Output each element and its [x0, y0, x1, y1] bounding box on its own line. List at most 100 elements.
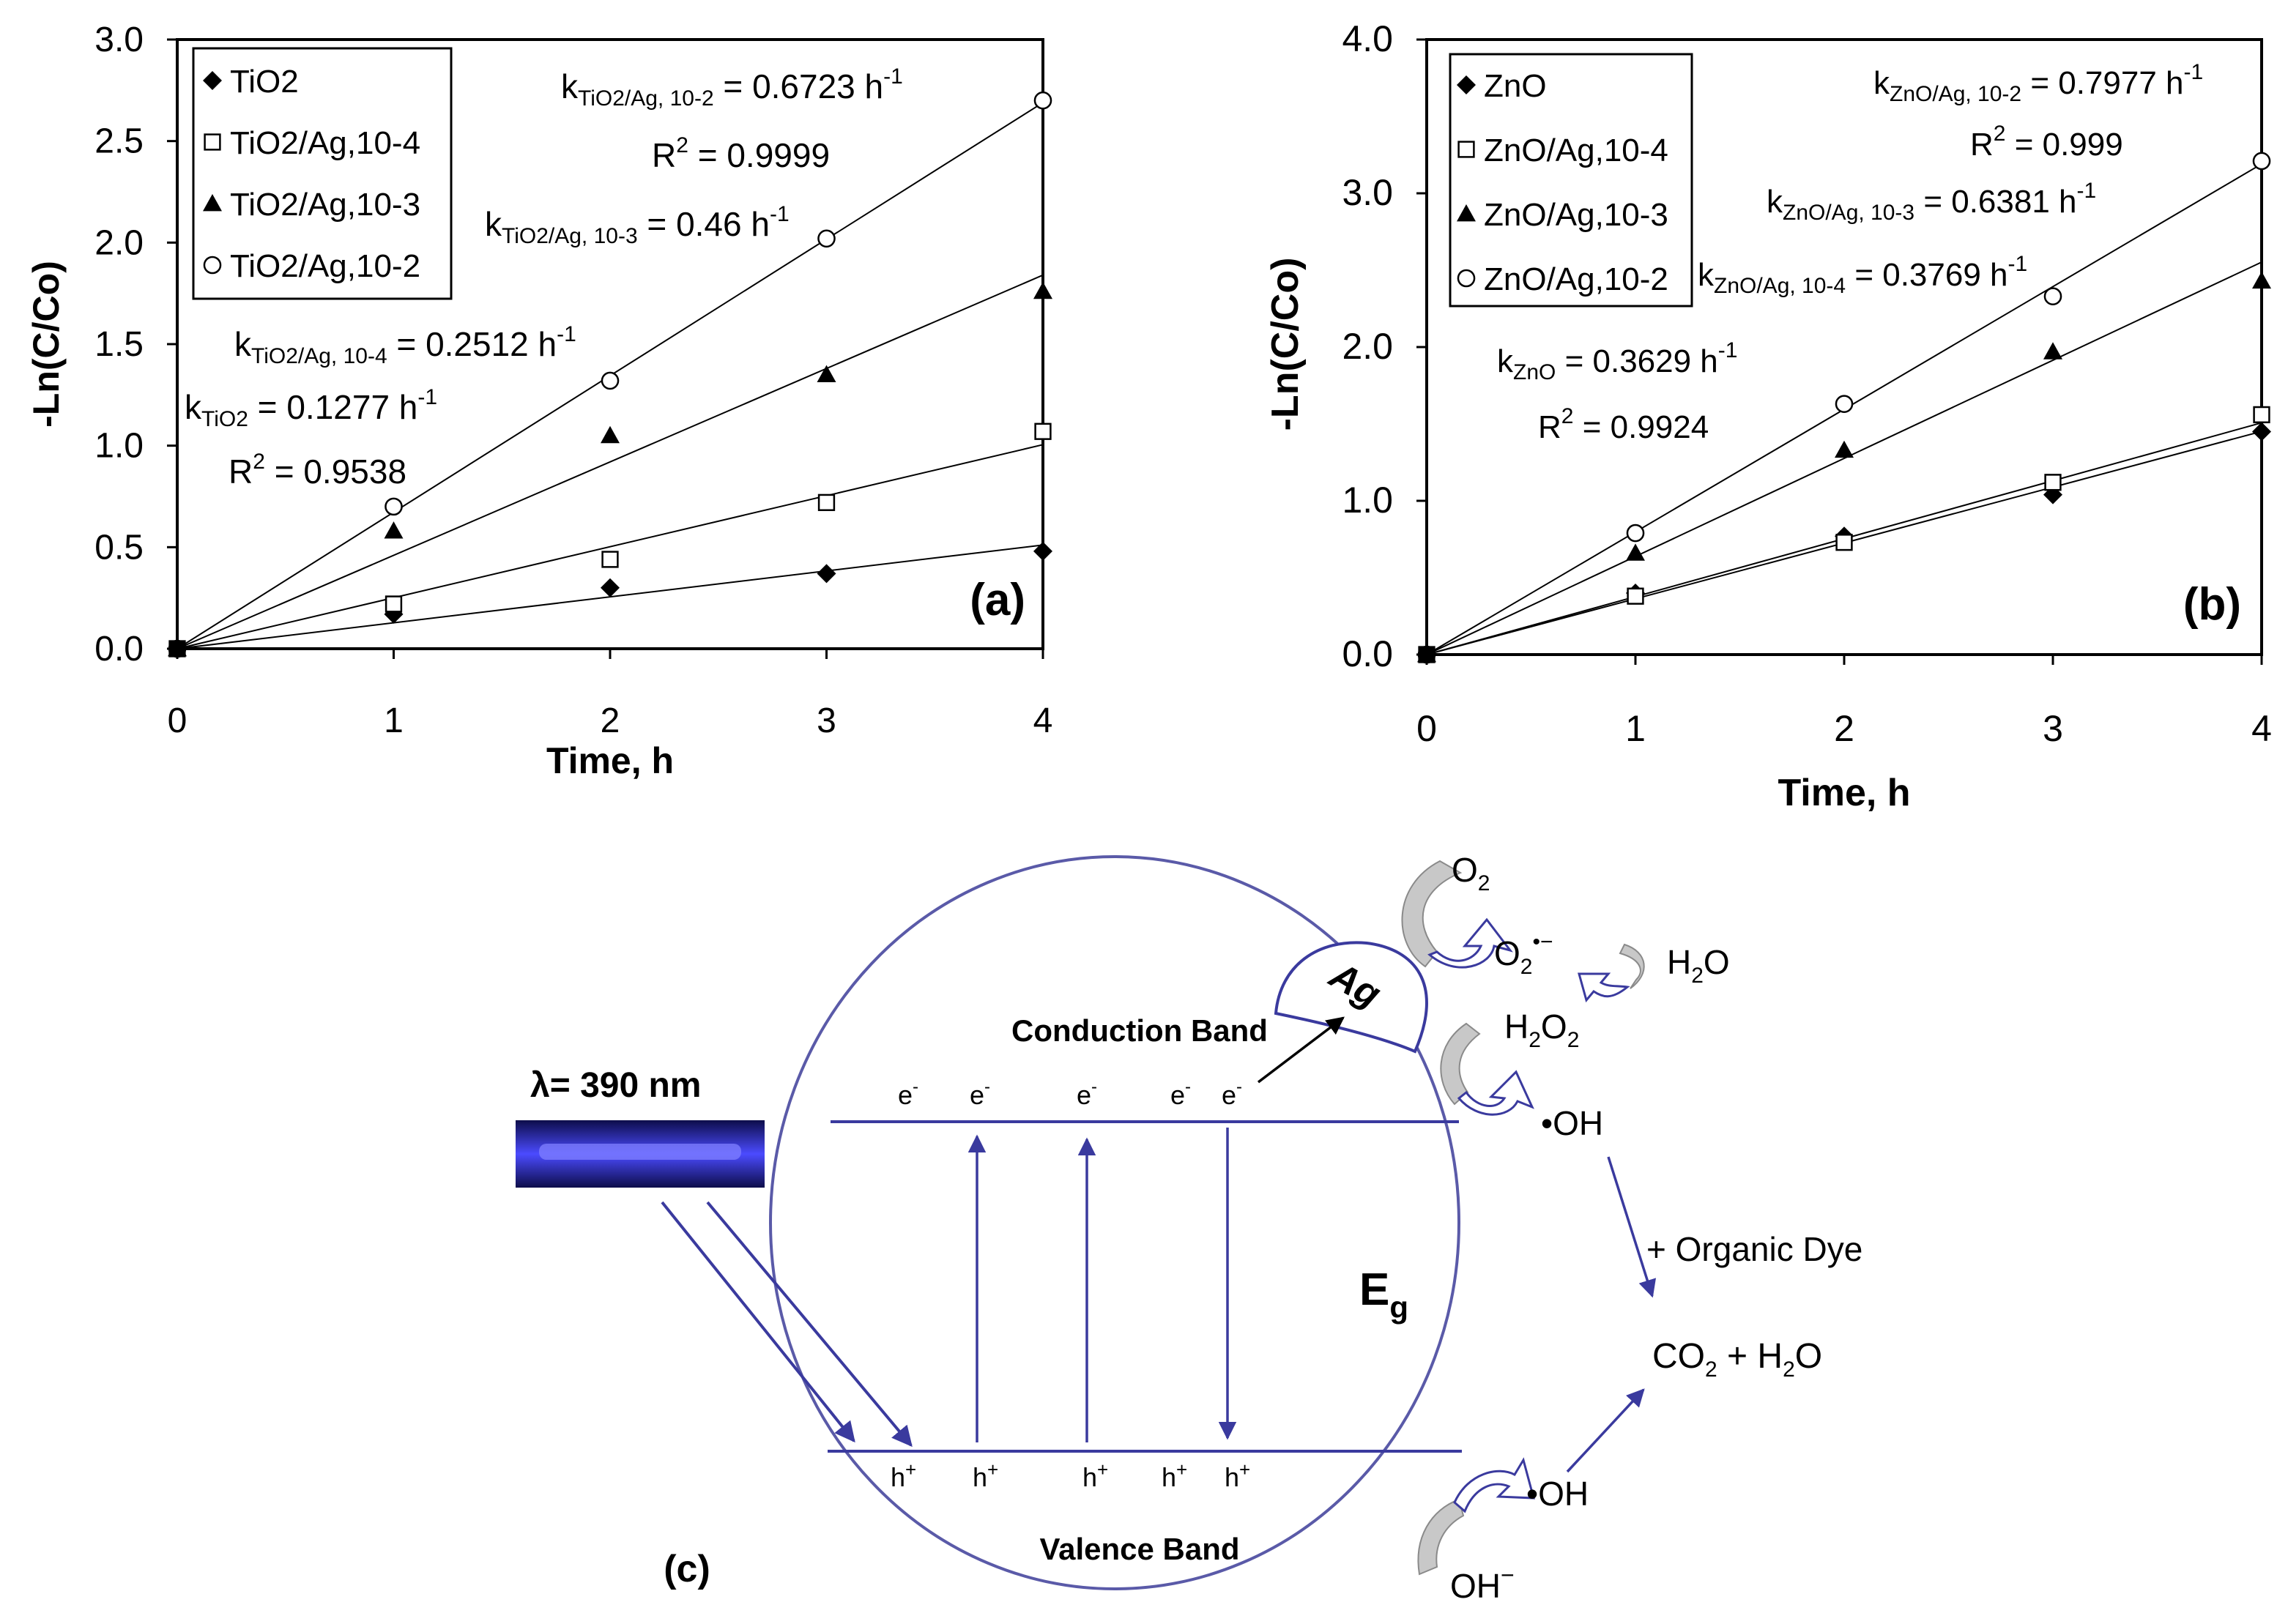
annotation-r2-tio2: R2 = 0.9538: [229, 450, 406, 491]
markers-b: [1417, 152, 2271, 664]
x-axis-label-b: Time, h: [1778, 772, 1910, 814]
h2o2-to-oh-arrow: [1440, 1022, 1481, 1106]
data-point: [2043, 287, 2062, 306]
legend-marker: [203, 194, 222, 212]
data-point: [385, 595, 403, 613]
hole: h+: [973, 1459, 998, 1492]
panel-label-b: (b): [2183, 579, 2241, 630]
y-tick-label: 1.0: [94, 427, 144, 466]
hydroxyl-radical-label: •OH: [1526, 1475, 1589, 1513]
o2-label: O2: [1452, 851, 1490, 895]
y-tick-label: 4.0: [1342, 18, 1393, 59]
x-tick-label: 4: [1033, 701, 1053, 740]
origin-point: [1419, 647, 1435, 663]
legend-marker: [1457, 75, 1476, 94]
data-point: [601, 578, 620, 597]
band-gap-label: Eg: [1359, 1264, 1408, 1325]
legend-label: ZnO/Ag,10-3: [1484, 197, 1668, 233]
annotation-r2-tio2-ag-10-2: R2 = 0.9999: [652, 133, 830, 174]
data-point: [1034, 422, 1052, 440]
legend-box-a: [192, 47, 453, 300]
x-tick-label: 3: [2043, 708, 2063, 749]
legend-marker: [203, 71, 222, 90]
y-tick-label: 1.5: [94, 325, 144, 364]
data-point: [1033, 541, 1052, 561]
fit-line: [177, 444, 1044, 649]
y-axis-label-a: -Ln(C/Co): [26, 261, 67, 428]
origin-point: [169, 641, 185, 657]
data-point: [1835, 534, 1853, 551]
hole: h+: [1082, 1459, 1108, 1492]
hydroxide-to-oh-arrow-tip: [1453, 1457, 1535, 1513]
x-tick-label: 0: [168, 701, 187, 740]
legend-label: ZnO/Ag,10-4: [1484, 133, 1668, 168]
x-tick-label: 1: [384, 701, 404, 740]
data-point: [817, 493, 836, 511]
data-point: [817, 564, 836, 584]
hole: h+: [891, 1459, 916, 1492]
legend-label: TiO2/Ag,10-3: [230, 187, 420, 223]
uv-lamp-tube: [539, 1144, 741, 1160]
y-axis-label-b: -Ln(C/Co): [1264, 258, 1307, 431]
legend-label: TiO2: [230, 64, 299, 100]
data-point: [2252, 152, 2271, 171]
annotation-k-tio2-ag-10-4: kTiO2/Ag, 10-4 = 0.2512 h-1: [234, 322, 576, 368]
data-point: [1033, 281, 1052, 299]
superoxide-to-h2o-arrow: [1619, 943, 1645, 989]
annotation-k-zno-ag-10-3: kZnO/Ag, 10-3 = 0.6381 h-1: [1767, 179, 2096, 225]
x-axis-label-a: Time, h: [546, 740, 674, 781]
legend-label: TiO2/Ag,10-4: [230, 125, 420, 161]
electron-transfer-arrow: [1257, 1016, 1345, 1084]
markers-a: [168, 91, 1052, 658]
data-point: [1627, 587, 1644, 605]
annotation-r2-zno-ag-10-2: R2 = 0.999: [1970, 122, 2123, 163]
electron: e-: [1077, 1077, 1097, 1110]
uv-light-arrow: [661, 1201, 855, 1443]
data-point: [385, 497, 403, 516]
hydroxide-label: OH−: [1450, 1562, 1515, 1605]
y-tick-label: 2.0: [94, 223, 144, 262]
y-tick-label: 0.0: [94, 630, 144, 668]
data-point: [2043, 342, 2062, 360]
data-point: [817, 365, 836, 382]
y-tick-label: 2.5: [94, 122, 144, 161]
panel-label-c: (c): [664, 1548, 710, 1590]
annotation-k-tio2: kTiO2 = 0.1277 h-1: [185, 385, 437, 431]
y-tick-label: 1.0: [1342, 480, 1393, 521]
annotation-k-zno-ag-10-4: kZnO/Ag, 10-4 = 0.3769 h-1: [1698, 252, 2027, 298]
y-tick-label: 3.0: [94, 21, 144, 59]
x-tick-label: 2: [601, 701, 620, 740]
data-point: [1033, 91, 1052, 110]
legend-label: TiO2/Ag,10-2: [230, 248, 420, 284]
hole: h+: [1225, 1459, 1250, 1492]
annotation-k-zno-ag-10-2: kZnO/Ag, 10-2 = 0.7977 h-1: [1873, 60, 2203, 106]
annotation-k-zno: kZnO = 0.3629 h-1: [1497, 338, 1737, 384]
data-point: [601, 551, 619, 568]
valence-band-label: Valence Band: [1039, 1532, 1239, 1566]
data-point: [2044, 474, 2062, 491]
fit-line: [1426, 261, 2262, 655]
data-point: [2252, 422, 2271, 442]
legend-marker: [204, 133, 221, 151]
semiconductor-particle: [769, 855, 1460, 1590]
data-point: [1835, 395, 1854, 414]
oh-to-dye-arrow: [1607, 1156, 1657, 1298]
oh-to-products-arrow: [1566, 1388, 1645, 1473]
electron: e-: [898, 1077, 918, 1110]
data-point: [817, 229, 836, 248]
panel-label-a: (a): [970, 575, 1025, 625]
wavelength-label: λ= 390 nm: [530, 1066, 701, 1105]
silver-nanoparticle: [1274, 941, 1428, 1054]
data-point: [2253, 406, 2270, 424]
fit-line: [177, 274, 1044, 649]
data-point: [1626, 524, 1645, 543]
y-tick-label: 0.0: [1342, 633, 1393, 674]
data-point: [601, 425, 620, 444]
annotation-k-tio2-ag-10-2: kTiO2/Ag, 10-2 = 0.6723 h-1: [561, 64, 903, 111]
x-tick-label: 1: [1625, 708, 1646, 749]
legend-marker: [1457, 204, 1476, 222]
